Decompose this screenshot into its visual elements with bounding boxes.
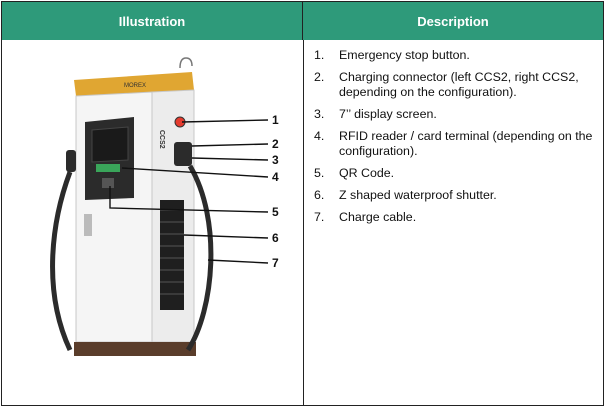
column-divider: [303, 40, 304, 405]
brand-logo: MOREX: [124, 83, 146, 89]
callout-1: 1: [272, 113, 279, 127]
header-illustration: Illustration: [2, 2, 303, 40]
waterproof-shutter: [160, 200, 184, 310]
header-description: Description: [303, 2, 603, 40]
item-text: 7’’ display screen.: [339, 107, 437, 121]
item-text: Charging connector (left CCS2, right CCS…: [339, 70, 579, 99]
charger-illustration: MOREX CCS2: [50, 57, 279, 356]
connector-label: CCS2: [158, 130, 165, 149]
callout-6: 6: [272, 231, 279, 245]
item-text: QR Code.: [339, 166, 395, 180]
item-text: RFID reader / card terminal (depending o…: [339, 129, 593, 158]
item-number: 7.: [314, 210, 325, 224]
list-item: 4. RFID reader / card terminal (dependin…: [314, 129, 604, 159]
list-item: 5. QR Code.: [314, 166, 604, 181]
left-charge-cable: [50, 171, 73, 352]
callout-5: 5: [272, 205, 279, 219]
callout-2: 2: [272, 137, 279, 151]
description-list: 1. Emergency stop button. 2. Charging co…: [314, 48, 604, 232]
display-screen: [91, 126, 129, 163]
callout-7: 7: [272, 256, 279, 270]
item-text: Charge cable.: [339, 210, 417, 224]
item-number: 4.: [314, 129, 325, 143]
item-text: Z shaped waterproof shutter.: [339, 188, 497, 202]
item-number: 1.: [314, 48, 325, 62]
list-item: 1. Emergency stop button.: [314, 48, 604, 63]
item-text: Emergency stop button.: [339, 48, 470, 62]
right-charge-cable: [185, 164, 214, 352]
item-number: 3.: [314, 107, 325, 121]
charger-top-cap: [74, 72, 194, 96]
list-item: 6. Z shaped waterproof shutter.: [314, 188, 604, 203]
charger-base: [74, 342, 196, 356]
item-number: 5.: [314, 166, 325, 180]
list-item: 2. Charging connector (left CCS2, right …: [314, 70, 604, 100]
callout-4: 4: [272, 170, 279, 184]
rfid-reader: [96, 164, 120, 172]
list-item: 7. Charge cable.: [314, 210, 604, 225]
item-number: 2.: [314, 70, 325, 84]
item-number: 6.: [314, 188, 325, 202]
callout-3: 3: [272, 153, 279, 167]
list-item: 3. 7’’ display screen.: [314, 107, 604, 122]
qr-code: [102, 178, 114, 188]
